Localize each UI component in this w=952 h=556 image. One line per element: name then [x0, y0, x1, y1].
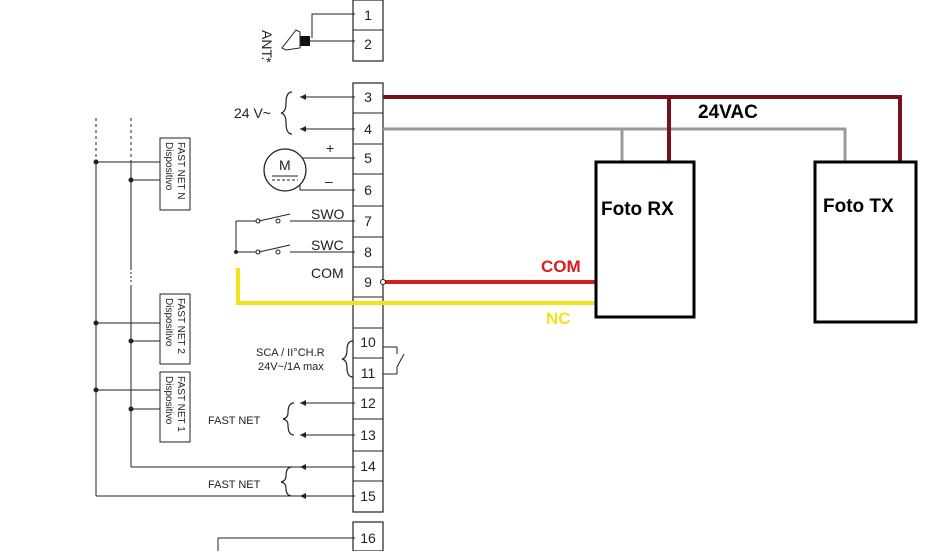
- fastnet-input-2: FAST NET: [208, 464, 355, 499]
- fastnet-label-2: FAST NET: [208, 479, 261, 491]
- sca-output: SCA / II°CH.R 24V~/1A max: [256, 340, 405, 378]
- svg-text:Dispositivo: Dispositivo: [163, 142, 174, 191]
- terminal-13: 13: [360, 427, 376, 443]
- foto-rx-box: [594, 160, 696, 319]
- svg-text:FAST NET 1: FAST NET 1: [175, 376, 186, 432]
- antenna-label: ANT.: [259, 30, 275, 60]
- terminal-4: 4: [364, 121, 372, 137]
- terminal-12: 12: [360, 395, 376, 411]
- svg-text:FAST NET N: FAST NET N: [175, 142, 186, 199]
- sca-rating: 24V~/1A max: [258, 361, 324, 373]
- vac-label: 24VAC: [698, 102, 758, 123]
- terminal-10: 10: [360, 334, 376, 350]
- wire-24vac-supply: [383, 95, 902, 162]
- motor-minus: –: [325, 173, 333, 189]
- arrow-icon: [300, 126, 306, 132]
- fastnet-label-1: FAST NET: [208, 415, 261, 427]
- terminal-16: 16: [360, 530, 376, 546]
- motor-plus: +: [326, 140, 334, 156]
- device-fastnet-n: [159, 137, 191, 211]
- svg-text:FAST NET 2: FAST NET 2: [175, 298, 186, 354]
- supply-input: 24 V~: [234, 91, 355, 135]
- brace-icon: [280, 91, 293, 135]
- foto-tx-label: Foto TX: [823, 196, 894, 217]
- svg-text:Dispositivo: Dispositivo: [163, 298, 174, 347]
- motor-symbol: M + –: [263, 140, 355, 192]
- fastnet-bus: Dispositivo FAST NET N Dispositivo FAST …: [93, 118, 292, 497]
- motor-label: M: [279, 157, 291, 173]
- com-wire-label: COM: [541, 257, 581, 276]
- terminal-block-bottom: [352, 521, 384, 552]
- wire-nc: [236, 268, 598, 305]
- swo-label: SWO: [311, 206, 345, 222]
- brace-icon: [282, 402, 295, 436]
- nc-wire-label: NC: [546, 309, 571, 328]
- com-label: COM: [311, 265, 344, 281]
- brace-icon: [341, 340, 354, 378]
- terminal-9: 9: [364, 274, 372, 290]
- device-fastnet-1: [159, 371, 191, 443]
- switch-swo-icon: [258, 213, 291, 222]
- terminal-5: 5: [364, 150, 372, 166]
- swc-label: SWC: [311, 237, 344, 253]
- photocell-wiring: Foto RX Foto TX 24VAC COM NC: [236, 95, 918, 328]
- terminal-6: 6: [364, 182, 372, 198]
- terminal-1: 1: [364, 7, 372, 23]
- antenna-connector-icon: [300, 36, 310, 46]
- wire-24vac-neutral: [383, 127, 847, 162]
- terminal-7: 7: [364, 213, 372, 229]
- foto-tx-box: [813, 160, 918, 324]
- arrow-icon: [300, 464, 306, 470]
- arrow-icon: [300, 432, 306, 438]
- relay-contact-icon: [396, 353, 405, 368]
- arrow-icon: [300, 400, 306, 406]
- arrow-icon: [300, 493, 306, 499]
- antenna-symbol: ANT. *: [259, 13, 355, 70]
- terminal-14: 14: [360, 458, 376, 474]
- sca-label: SCA / II°CH.R: [256, 347, 325, 359]
- fastnet-input-1: FAST NET: [208, 400, 355, 438]
- brace-icon: [280, 466, 293, 497]
- supply-label: 24 V~: [234, 105, 271, 121]
- terminal-2: 2: [364, 36, 372, 52]
- limit-switches: SWO SWC COM: [234, 206, 355, 281]
- antenna-icon: [281, 29, 301, 51]
- antenna-star: *: [266, 54, 272, 70]
- terminal-8: 8: [364, 244, 372, 260]
- device-fastnet-2: [159, 293, 191, 365]
- terminal-3: 3: [364, 89, 372, 105]
- foto-rx-label: Foto RX: [601, 199, 674, 220]
- terminal-15: 15: [360, 488, 376, 504]
- switch-swc-icon: [258, 244, 291, 253]
- terminal-11: 11: [361, 365, 376, 381]
- svg-text:Dispositivo: Dispositivo: [163, 376, 174, 425]
- arrow-icon: [300, 94, 306, 100]
